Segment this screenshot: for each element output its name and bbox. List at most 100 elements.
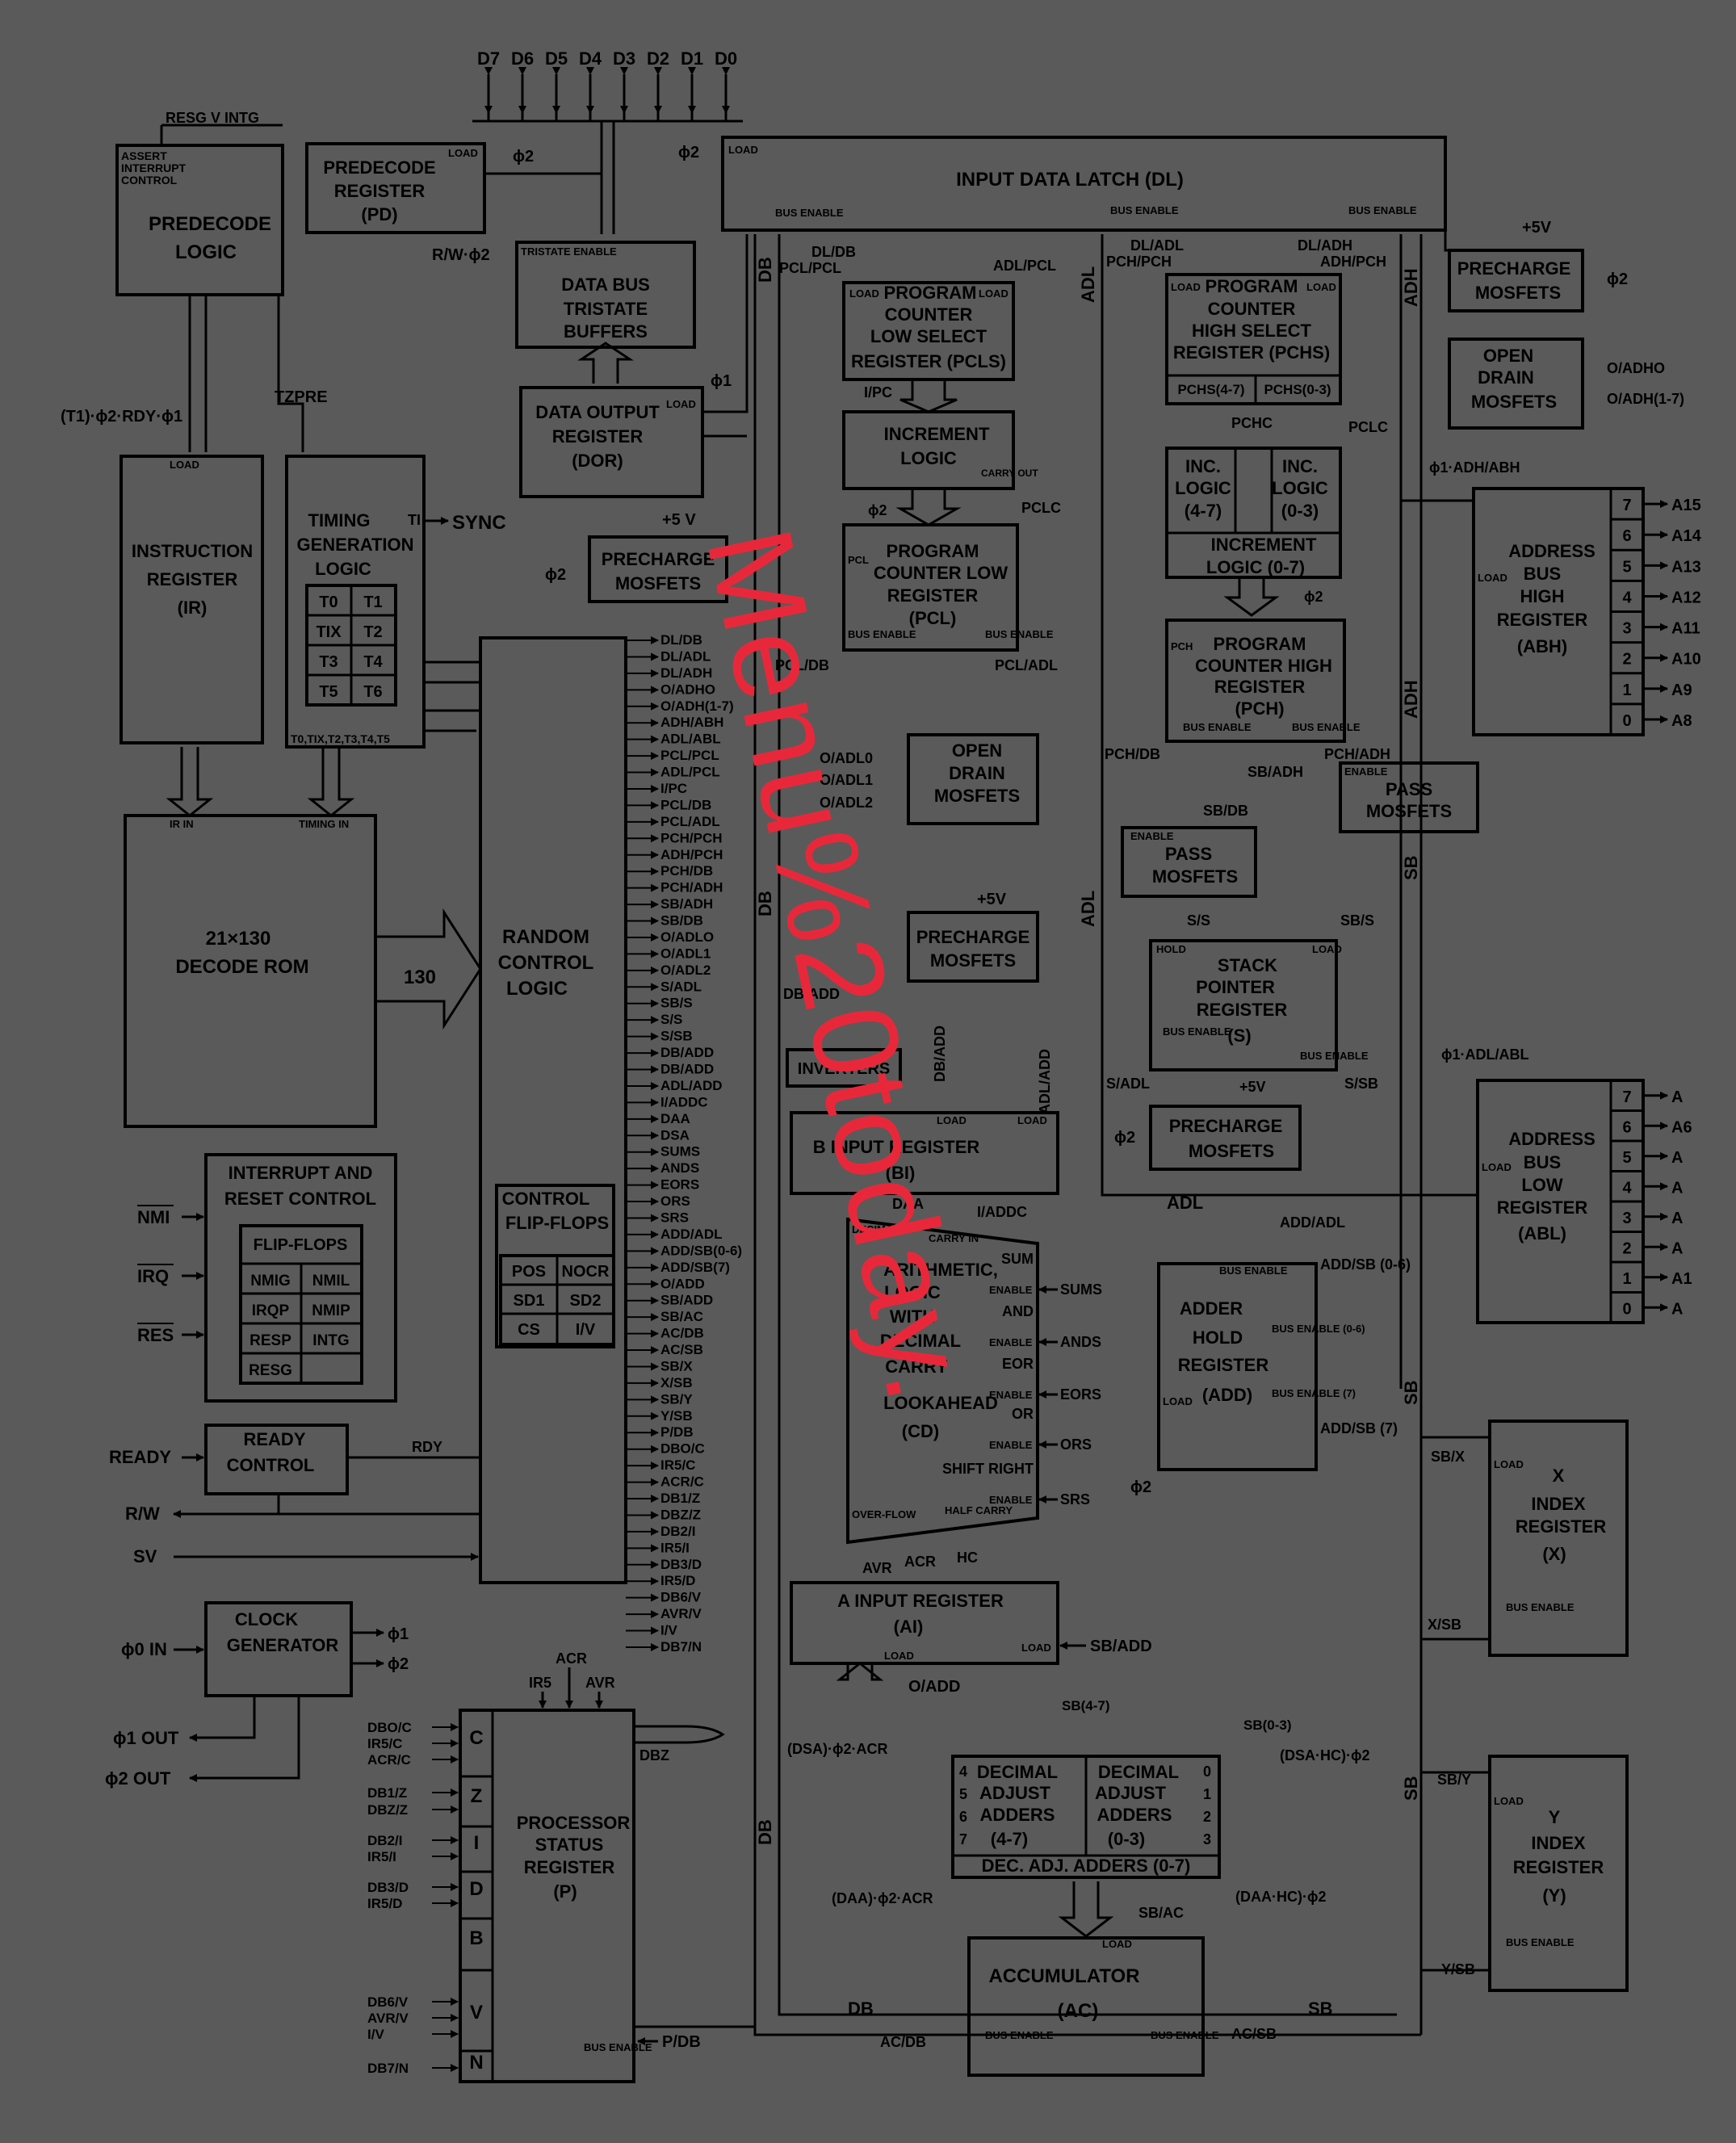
- svg-text:(AC): (AC): [1058, 2000, 1099, 2022]
- control-line-label: ORS: [660, 1193, 690, 1209]
- control-line-label: DBO/C: [660, 1441, 705, 1457]
- svg-text:ADJUST: ADJUST: [979, 1783, 1051, 1803]
- alu-op-label: SUM: [1001, 1251, 1034, 1267]
- svg-text:DRAIN: DRAIN: [1478, 367, 1534, 388]
- assert-label: ASSERT: [121, 149, 167, 162]
- abh-pin: A12: [1671, 589, 1701, 606]
- bus-label-adl-1: ADL: [1078, 266, 1098, 303]
- da-right-bit: 3: [1203, 1831, 1211, 1847]
- control-line-label: ANDS: [660, 1160, 699, 1176]
- control-ff-cell: I/V: [576, 1321, 596, 1339]
- tzpre-label: TZPRE: [275, 388, 328, 406]
- svg-text:SB/X: SB/X: [1431, 1449, 1465, 1465]
- svg-text:AC/DB: AC/DB: [880, 2034, 926, 2050]
- svg-text:DECIMAL: DECIMAL: [880, 1331, 961, 1351]
- svg-text:ADD/ADL: ADD/ADL: [1280, 1214, 1345, 1231]
- pcl-register: PROGRAM COUNTER LOW REGISTER (PCL) PCL B…: [842, 523, 1054, 652]
- irq-ff-nmig: NMIG: [250, 1273, 291, 1290]
- svg-text:LOAD: LOAD: [1171, 281, 1201, 293]
- svg-text:+5V: +5V: [1522, 219, 1552, 237]
- svg-text:A INPUT REGISTER: A INPUT REGISTER: [837, 1591, 1004, 1611]
- svg-text:LOAD: LOAD: [849, 287, 879, 300]
- svg-text:ϕ1: ϕ1: [711, 372, 732, 390]
- control-line-label: AC/SB: [660, 1342, 703, 1357]
- svg-text:+5 V: +5 V: [662, 511, 696, 529]
- timing-state-t0: T0: [319, 593, 338, 611]
- svg-text:(S): (S): [1227, 1025, 1251, 1046]
- abl-pin: A: [1671, 1088, 1683, 1106]
- ready-input: READY: [109, 1447, 171, 1467]
- bus-label-db-1: DB: [755, 257, 775, 283]
- svg-text:LOGIC: LOGIC: [1272, 478, 1328, 498]
- timing-state-tix: TIX: [316, 623, 342, 641]
- svg-text:LOAD: LOAD: [1306, 281, 1336, 293]
- svg-text:O/ADL1: O/ADL1: [820, 772, 873, 788]
- svg-text:LOAD: LOAD: [728, 144, 758, 156]
- svg-text:REGISTER (PCHS): REGISTER (PCHS): [1173, 342, 1330, 363]
- svg-text:BUS ENABLE: BUS ENABLE: [1348, 204, 1417, 216]
- svg-text:(AI): (AI): [894, 1617, 924, 1637]
- svg-text:RDY: RDY: [412, 1439, 442, 1455]
- svg-text:INC.: INC.: [1185, 456, 1221, 476]
- svg-text:ADDRESS: ADDRESS: [1508, 1129, 1596, 1149]
- abh-bit: 5: [1622, 558, 1631, 576]
- svg-text:Y: Y: [1549, 1807, 1561, 1827]
- control-line-label: SB/AC: [660, 1309, 703, 1324]
- flag-b: B: [469, 1927, 483, 1949]
- control-ff-cell: SD2: [570, 1292, 602, 1310]
- alu-enable-signal: EORS: [1060, 1386, 1101, 1403]
- svg-text:PCLC: PCLC: [1021, 500, 1061, 516]
- status-input-label: DBZ/Z: [367, 1802, 408, 1818]
- svg-text:OVER-FLOW: OVER-FLOW: [852, 1508, 916, 1520]
- abh-pin: A14: [1671, 527, 1702, 545]
- sv-input: SV: [133, 1546, 157, 1566]
- abh-bit: 1: [1622, 681, 1631, 699]
- svg-text:(PCL): (PCL): [909, 608, 957, 628]
- control-line-label: PCL/PCL: [660, 748, 719, 763]
- abl-bit: 3: [1622, 1210, 1631, 1227]
- svg-text:(DSA·HC)·ϕ2: (DSA·HC)·ϕ2: [1280, 1747, 1369, 1763]
- svg-text:INDEX: INDEX: [1531, 1833, 1586, 1853]
- control-line-label: IR5/I: [660, 1540, 690, 1555]
- svg-text:PCHS(4-7): PCHS(4-7): [1177, 382, 1244, 397]
- svg-text:REGISTER: REGISTER: [1513, 1857, 1604, 1877]
- svg-text:PRECHARGE: PRECHARGE: [1457, 258, 1571, 279]
- svg-text:DL/DB: DL/DB: [811, 244, 856, 260]
- svg-text:DAA: DAA: [892, 1196, 924, 1212]
- svg-text:TRISTATE ENABLE: TRISTATE ENABLE: [521, 245, 617, 258]
- svg-text:SB(0-3): SB(0-3): [1243, 1717, 1292, 1733]
- svg-text:SB/DB: SB/DB: [1203, 803, 1248, 819]
- status-input-label: IR5/C: [367, 1736, 402, 1751]
- svg-text:CONTROL: CONTROL: [227, 1455, 315, 1475]
- interrupt-reset-control: INTERRUPT AND RESET CONTROL FLIP-FLOPS N…: [204, 1153, 397, 1403]
- svg-text:MOSFETS: MOSFETS: [1475, 283, 1561, 303]
- svg-text:SB/ADH: SB/ADH: [1247, 764, 1303, 780]
- control-line-label: ADH/ABH: [660, 715, 723, 730]
- svg-text:(ADD): (ADD): [1202, 1385, 1252, 1405]
- control-line-label: ACR/C: [660, 1474, 704, 1490]
- data-pin-d6: D6: [511, 48, 534, 69]
- control-line-label: DL/DB: [660, 632, 702, 648]
- svg-text:DRAIN: DRAIN: [949, 763, 1005, 783]
- irq-input-res: RES: [137, 1325, 174, 1345]
- abh-pin: A11: [1671, 620, 1700, 638]
- control-line-label: DB3/D: [660, 1557, 702, 1572]
- timing-state-t4: T4: [363, 653, 383, 671]
- svg-text:ENABLE: ENABLE: [1344, 765, 1388, 778]
- control-line-label: ADL/ABL: [660, 732, 721, 747]
- control-line-label: IR5/D: [660, 1573, 695, 1588]
- svg-text:S/S: S/S: [1187, 912, 1210, 929]
- svg-text:ϕ0 IN: ϕ0 IN: [121, 1639, 167, 1659]
- svg-text:CARRY: CARRY: [885, 1357, 948, 1377]
- svg-text:REGISTER: REGISTER: [1516, 1516, 1607, 1537]
- sync-label: SYNC: [452, 512, 506, 534]
- abh-bit: 6: [1622, 527, 1631, 545]
- control-ff-cell: SD1: [514, 1292, 545, 1310]
- data-pin-d0: D0: [715, 48, 737, 69]
- bus-label-db-3: DB: [755, 1819, 775, 1845]
- bus-label-sb-3: SB: [1401, 1776, 1421, 1801]
- svg-text:PCL/PCL: PCL/PCL: [779, 260, 841, 276]
- svg-text:O/ADL2: O/ADL2: [820, 795, 873, 811]
